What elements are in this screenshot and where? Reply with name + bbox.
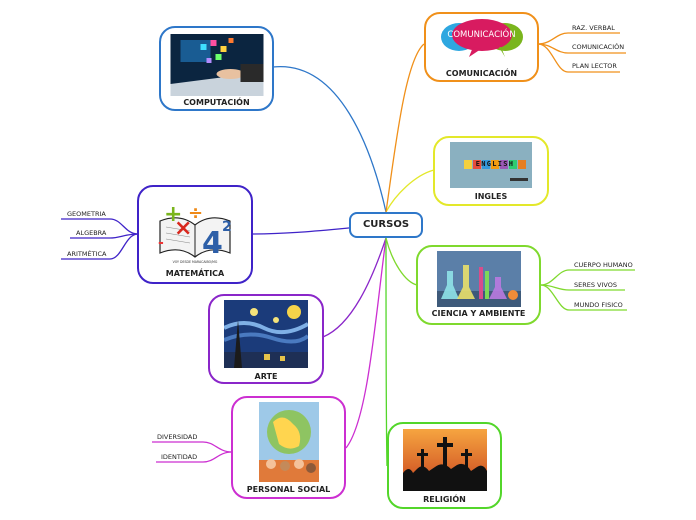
svg-text:÷: ÷ [188, 203, 203, 224]
connector-arte [322, 237, 387, 338]
leaf-geometria[interactable]: GEOMETRIA [67, 210, 106, 218]
english-letters-image: ENGLISH [450, 142, 532, 188]
node-ingles[interactable]: ENGLISH INGLES [433, 136, 549, 206]
node-personal-social[interactable]: PERSONAL SOCIAL [231, 396, 346, 499]
crosses-sunset-image [402, 429, 487, 491]
connector-personal-social [345, 237, 387, 449]
node-label-ciencia-y-ambiente: CIENCIA Y AMBIENTE [431, 309, 526, 318]
node-label-personal-social: PERSONAL SOCIAL [246, 485, 331, 494]
personal-social-image [258, 402, 319, 482]
connector-religion [385, 237, 388, 467]
leaf-mundo-fisico[interactable]: MUNDO FISICO [574, 301, 623, 309]
math-book-image: + × ÷ 4 2 - [150, 191, 240, 267]
leaf-identidad[interactable]: IDENTIDAD [161, 453, 198, 461]
root-node-cursos[interactable]: CURSOS [349, 212, 423, 238]
connector-ingles [385, 169, 435, 213]
starry-night-image [224, 300, 308, 368]
node-arte[interactable]: ARTE [208, 294, 324, 384]
node-comunicacion[interactable]: COMUNICACIÓN COMUNICACIÓN [424, 12, 539, 82]
node-religion[interactable]: RELIGIÓN [387, 422, 502, 509]
speech-bubbles-image: COMUNICACIÓN [438, 17, 525, 63]
computer-typing-image [170, 34, 263, 96]
leaf-aritmetica[interactable]: ARITMÉTICA [67, 250, 107, 258]
leaf-raz-verbal[interactable]: RAZ. VERBAL [572, 24, 615, 32]
node-label-comunicacion: COMUNICACIÓN [445, 69, 518, 78]
english-letters-text: ENGLISH [475, 160, 515, 168]
node-computacion[interactable]: COMPUTACIÓN [159, 26, 274, 111]
svg-text:2: 2 [222, 219, 232, 235]
node-label-arte: ARTE [254, 372, 278, 381]
node-label-computacion: COMPUTACIÓN [183, 98, 250, 107]
node-label-ingles: INGLES [474, 192, 508, 201]
leaf-algebra[interactable]: ALGEBRA [76, 229, 107, 237]
node-ciencia-y-ambiente[interactable]: CIENCIA Y AMBIENTE [416, 245, 541, 325]
leaf-cuerpo-humano[interactable]: CUERPO HUMANO [574, 261, 633, 269]
lab-flasks-image [436, 251, 521, 307]
math-image-caption: VOY DESDE MARACAIBO/MG [172, 260, 218, 264]
connector-comunicacion [385, 43, 425, 213]
node-matematica[interactable]: + × ÷ 4 2 - VOY DESDE MARACAIBO/MG MATEM… [137, 185, 253, 284]
svg-text:4: 4 [202, 226, 223, 261]
connector-computacion [272, 66, 387, 213]
node-label-matematica: MATEMÁTICA [165, 269, 225, 278]
leaf-diversidad[interactable]: DIVERSIDAD [157, 433, 198, 441]
leaf-plan-lector[interactable]: PLAN LECTOR [572, 62, 617, 70]
node-label-religion: RELIGIÓN [423, 495, 466, 504]
speech-bubble-text: COMUNICACIÓN [447, 30, 516, 40]
svg-text:×: × [174, 216, 192, 241]
svg-text:+: + [164, 202, 182, 227]
leaf-comunicacion[interactable]: COMUNICACIÓN [572, 43, 625, 51]
svg-text:-: - [158, 235, 164, 251]
leaf-seres-vivos[interactable]: SERES VIVOS [574, 281, 617, 289]
connector-ciencia [385, 237, 418, 286]
